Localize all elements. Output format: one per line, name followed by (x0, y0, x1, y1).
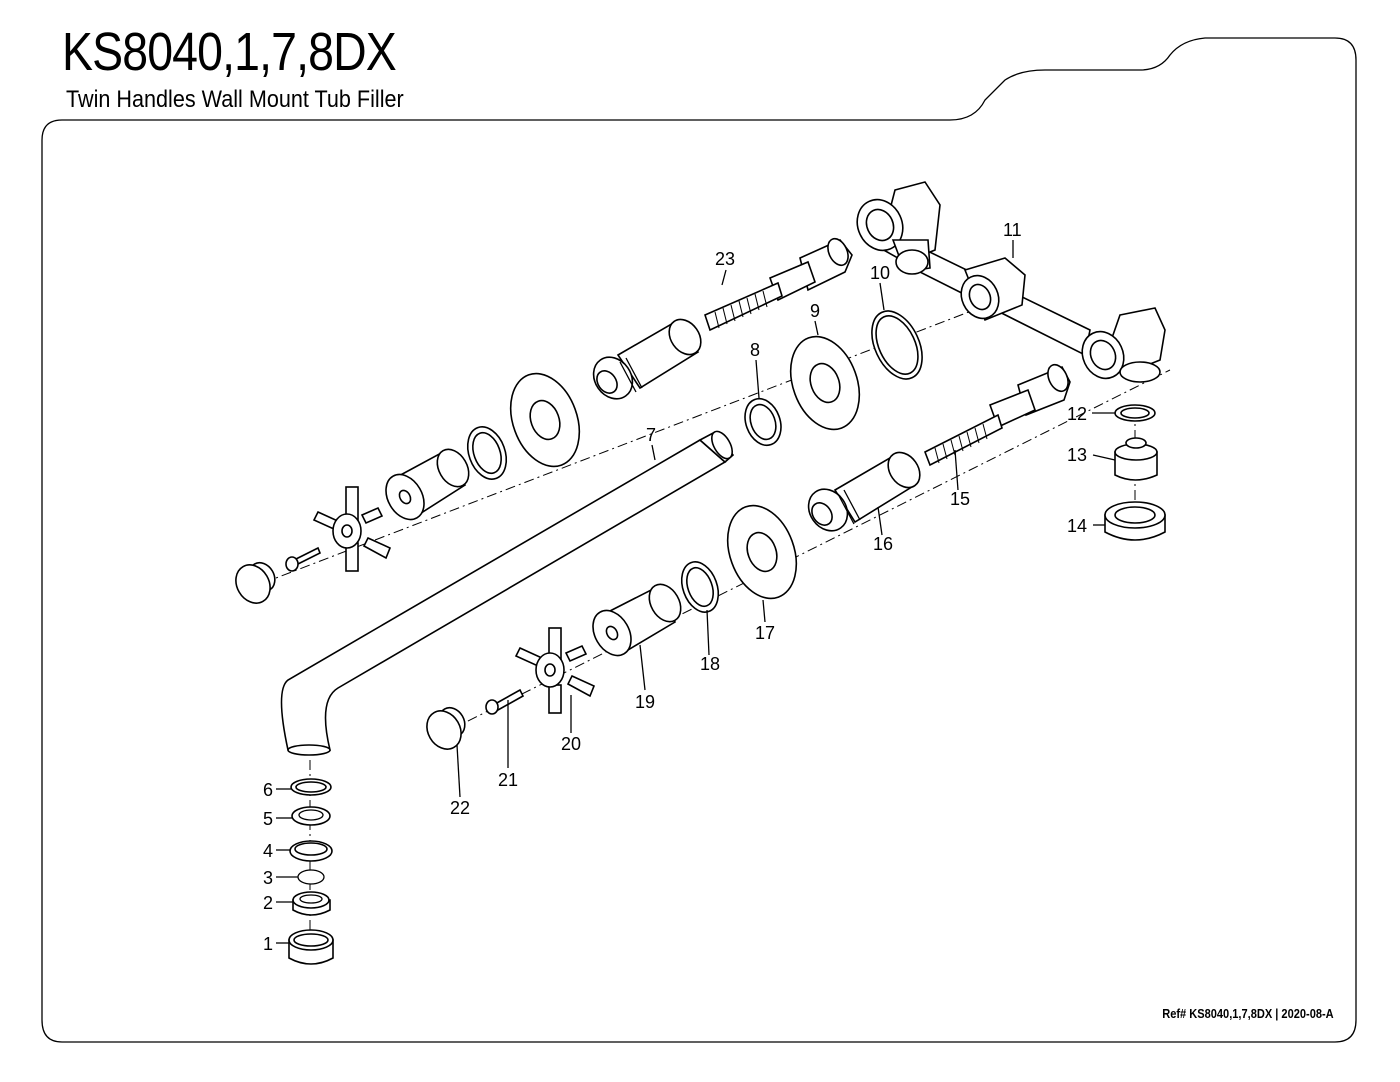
callout-14: 14 (1067, 516, 1087, 536)
part-2-insert (292, 891, 331, 916)
callout-22: 22 (450, 798, 470, 818)
callout-13: 13 (1067, 445, 1087, 465)
callout-10: 10 (870, 263, 890, 283)
part-upper-flange (509, 372, 581, 468)
drawing-frame (41, 37, 1357, 1043)
callout-19: 19 (635, 692, 655, 712)
part-18-o-ring (680, 561, 720, 613)
part-upper-handle-sleeve (385, 448, 470, 521)
callout-18: 18 (700, 654, 720, 674)
part-upper-cross-handle (312, 486, 392, 572)
part-17-flange (726, 504, 798, 600)
part-14-nut (1104, 501, 1166, 541)
part-7-spout (280, 430, 735, 756)
part-23-cartridge (704, 237, 853, 332)
callout-1: 1 (263, 934, 273, 954)
callout-3: 3 (263, 868, 273, 888)
part-20-cross-handle (514, 627, 596, 714)
part-13-adapter (1114, 437, 1158, 481)
part-8-o-ring (744, 397, 782, 447)
part-15-lower-stem (923, 363, 1071, 467)
part-19-handle-sleeve (592, 583, 682, 657)
part-6-washer (290, 778, 332, 796)
callout-23: 23 (715, 249, 735, 269)
part-22-index-button (426, 706, 466, 750)
leader-lines (276, 240, 1116, 944)
part-10-large-o-ring (871, 310, 923, 380)
callout-8: 8 (750, 340, 760, 360)
part-21-screw (485, 688, 525, 715)
part-upper-o-ring (466, 426, 508, 480)
part-4-ring (289, 840, 333, 862)
part-upper-index-button (235, 561, 276, 604)
part-11-valve-body (856, 181, 1166, 383)
callout-21: 21 (498, 770, 518, 790)
callout-20: 20 (561, 734, 581, 754)
reference-number: Ref# KS8040,1,7,8DX | 2020-08-A (1162, 1006, 1334, 1021)
callout-16: 16 (873, 534, 893, 554)
callout-11: 11 (1003, 220, 1022, 240)
part-upper-screw (285, 546, 322, 572)
part-5-screen (291, 806, 331, 826)
part-3-mesh (297, 869, 325, 885)
callout-2: 2 (263, 893, 273, 913)
callout-12: 12 (1067, 404, 1087, 424)
part-16-lower-sleeve (807, 451, 921, 532)
callout-9: 9 (810, 301, 820, 321)
diagram-title: KS8040,1,7,8DX (62, 22, 397, 82)
part-9-flange (789, 335, 861, 431)
callout-15: 15 (950, 489, 970, 509)
callout-17: 17 (755, 623, 775, 643)
callout-6: 6 (263, 780, 273, 800)
part-upper-sleeve (592, 318, 702, 400)
callout-4: 4 (263, 841, 273, 861)
callout-7: 7 (646, 425, 656, 445)
callout-5: 5 (263, 809, 273, 829)
part-12-washer (1114, 404, 1156, 422)
diagram-subtitle: Twin Handles Wall Mount Tub Filler (66, 86, 404, 113)
part-1-aerator-housing (288, 929, 334, 965)
